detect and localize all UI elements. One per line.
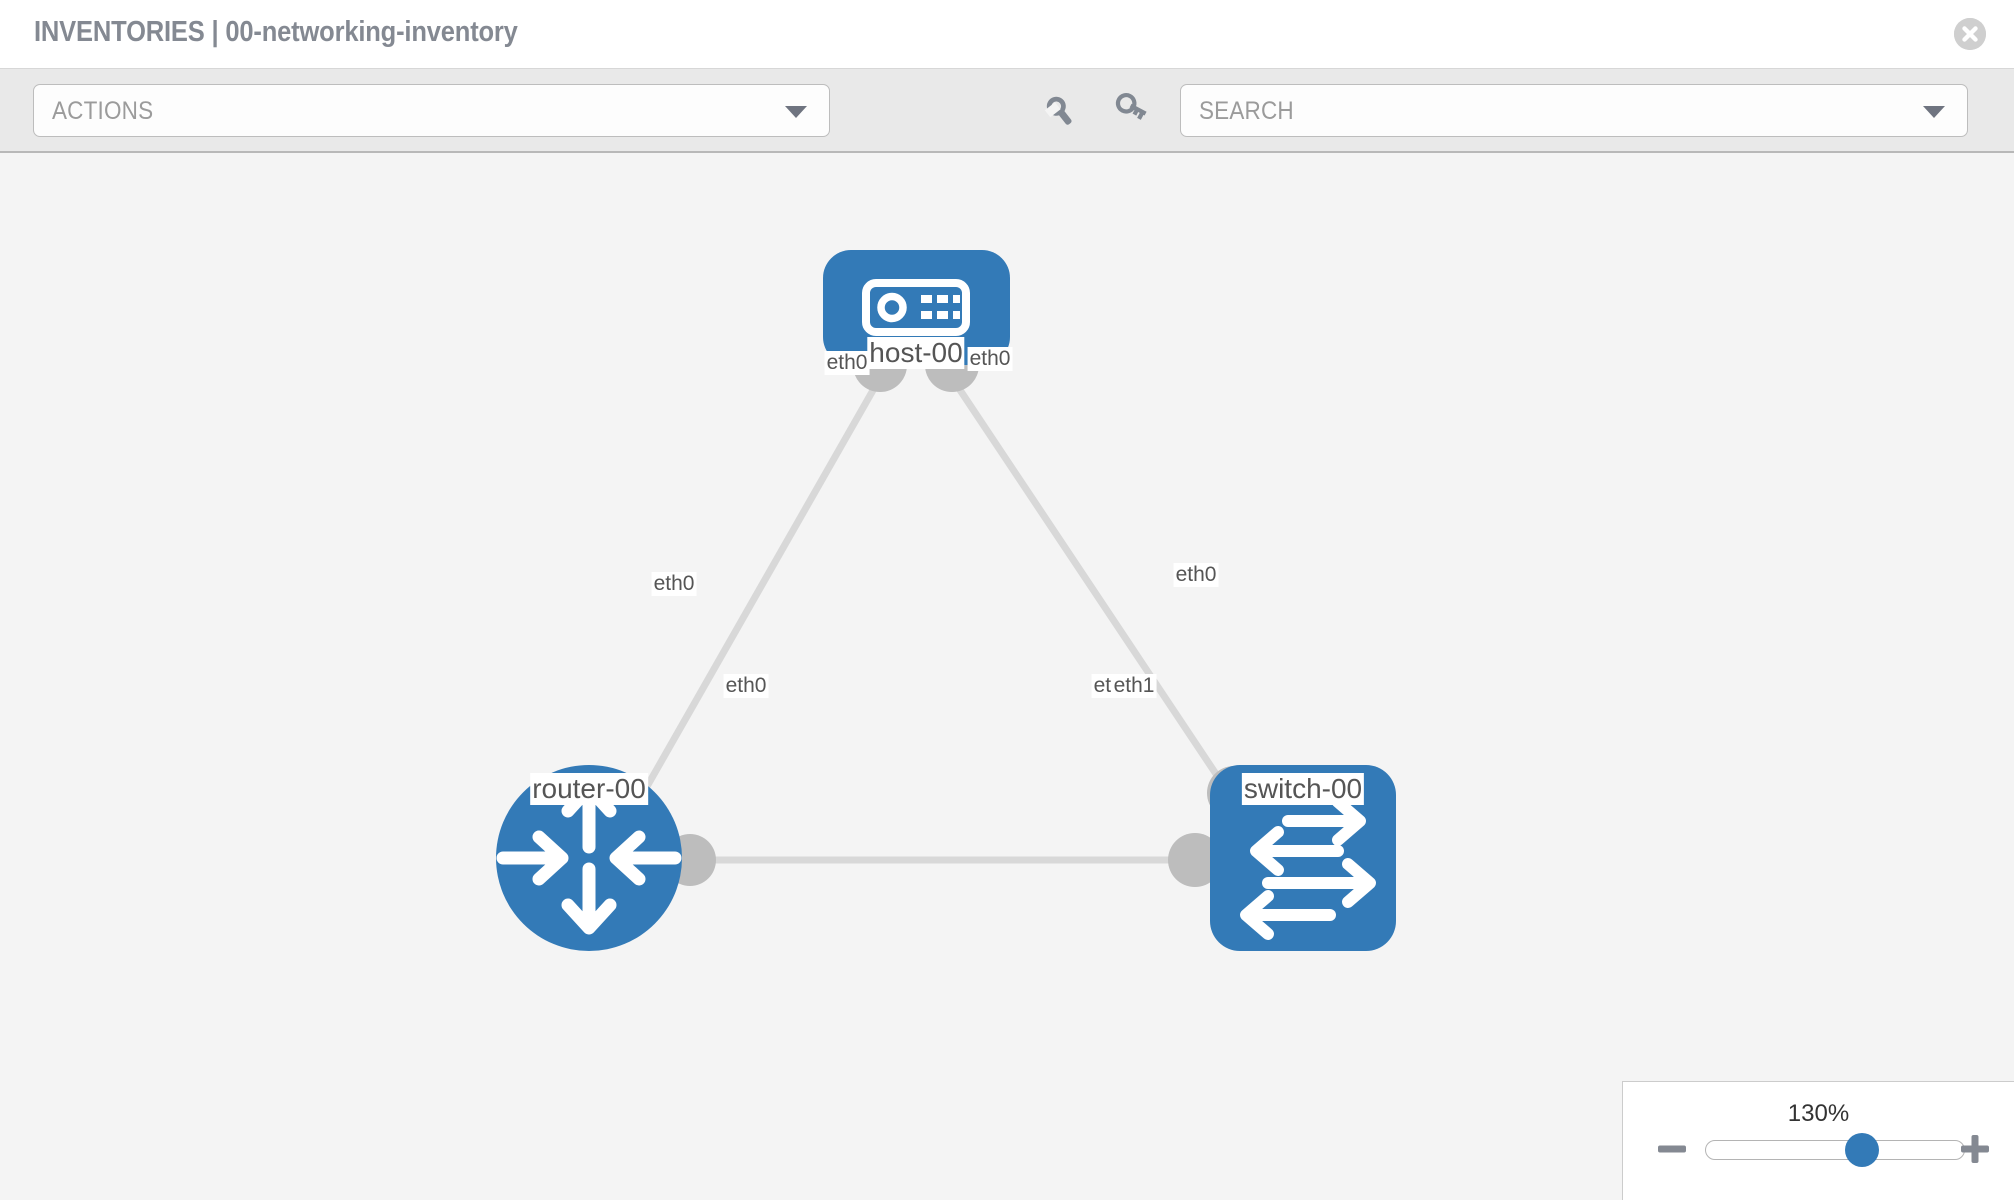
edge-label-switch-host: eth0 xyxy=(1173,563,1219,587)
link-host-router xyxy=(621,376,884,827)
edge-label-host-right: eth0 xyxy=(967,347,1013,371)
zoom-control-panel: 130% xyxy=(1622,1081,2014,1200)
chevron-down-icon xyxy=(1923,106,1945,118)
node-label-router-00: router-00 xyxy=(530,773,648,805)
page-title: INVENTORIES | 00-networking-inventory xyxy=(34,16,518,48)
app-header: INVENTORIES | 00-networking-inventory xyxy=(0,0,2014,69)
node-host-00[interactable] xyxy=(823,250,1010,365)
link-host-switch xyxy=(949,376,1237,803)
node-switch-00[interactable] xyxy=(1210,765,1396,951)
wrench-icon[interactable] xyxy=(1040,91,1080,131)
edge-label-router-host: eth0 xyxy=(651,572,697,596)
topology-canvas[interactable]: eth0 eth0 eth0 eth0 eth0 eth0 eth1 host-… xyxy=(0,153,2014,1200)
actions-dropdown-label: ACTIONS xyxy=(52,97,154,125)
search-input[interactable]: SEARCH xyxy=(1180,84,1968,137)
node-label-switch-00: switch-00 xyxy=(1241,773,1365,805)
edge-label-switch-eth1: eth1 xyxy=(1111,674,1157,698)
key-icon[interactable] xyxy=(1110,91,1150,131)
edge-label-host-left: eth0 xyxy=(824,351,870,375)
zoom-slider-thumb[interactable] xyxy=(1845,1133,1879,1167)
chevron-down-icon xyxy=(785,106,807,118)
edge-label-router-eth0: eth0 xyxy=(723,674,769,698)
zoom-level-label: 130% xyxy=(1787,1100,1850,1127)
toolbar: ACTIONS SEARCH xyxy=(0,69,2014,153)
topology-graph xyxy=(496,250,1396,951)
search-placeholder: SEARCH xyxy=(1199,97,1294,125)
plus-icon[interactable] xyxy=(1958,1132,1992,1166)
port-switch-eth1 xyxy=(1168,833,1222,887)
actions-dropdown[interactable]: ACTIONS xyxy=(33,84,830,137)
node-label-host-00: host-00 xyxy=(867,337,965,369)
minus-icon[interactable] xyxy=(1655,1132,1689,1166)
zoom-slider-track[interactable] xyxy=(1705,1140,1965,1160)
close-icon[interactable] xyxy=(1954,18,1986,50)
